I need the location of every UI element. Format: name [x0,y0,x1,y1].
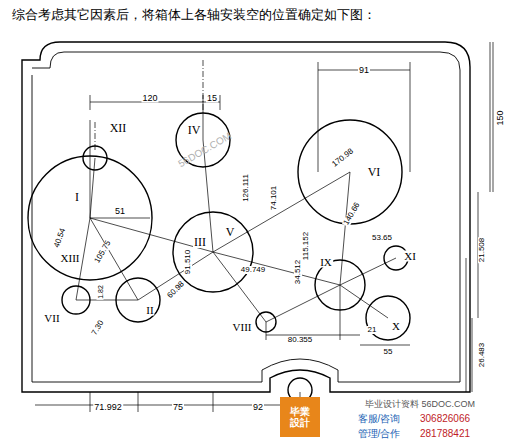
dimension-value: 170.98 [330,147,356,170]
shaft-number: II [145,305,154,316]
dimension-value: 71.992 [93,403,123,412]
dimension-value: 1.82 [97,284,104,300]
dimension-value: 7.30 [90,318,106,337]
shaft-number: XIII [60,253,81,264]
watermark: 281788421 [419,429,471,439]
shaft-number: V [225,226,236,238]
shaft-number: I [74,191,80,203]
dimension-value: 15 [206,94,218,103]
watermark: 客服/咨询 [357,414,402,424]
shaft-number: XI [403,251,417,262]
dimension-value: 49.749 [240,266,266,274]
shaft-number: XII [109,122,128,134]
watermark: 管理/合作 [357,429,402,439]
dimension-value: 80.355 [287,336,313,344]
dimension-value: 26.483 [478,342,486,368]
dimension-value: 120 [141,94,158,103]
shaft-number: VII [43,313,60,324]
dimension-value: 126.111 [242,173,250,203]
shaft-number: IV [187,124,202,136]
shaft-number: IX [319,257,333,268]
dimension-value: 55 [383,348,394,356]
dimension-value: 150 [496,109,505,126]
dimension-value: 51 [114,207,126,216]
dimension-value: 21 [367,326,378,334]
dimension-value: 60.98 [165,279,186,300]
dimension-value: 115.152 [302,231,310,261]
dimension-value: 74.101 [270,185,278,211]
shaft-number: VI [367,166,382,178]
shaft-number: X [391,321,401,332]
logo-text: 毕業設計 [288,406,312,428]
dimension-value: 91.510 [184,249,192,275]
dimension-value: 40.54 [52,226,67,249]
watermark: 306826066 [419,414,471,424]
heading: 综合考虑其它因素后，将箱体上各轴安装空的位置确定如下图： [12,6,376,24]
watermark: 毕业设计资料 56DOC.COM [364,400,476,409]
dimension-value: 91 [358,66,370,75]
dimension-value: 92 [252,403,264,412]
shaft-number: VIII [232,322,253,333]
dimension-value: 21.508 [478,237,486,263]
shaft-number: III [193,236,207,248]
dimension-value: 53.65 [371,234,393,242]
dimension-value: 75 [172,403,184,412]
dimension-value: 34.512 [294,259,302,285]
